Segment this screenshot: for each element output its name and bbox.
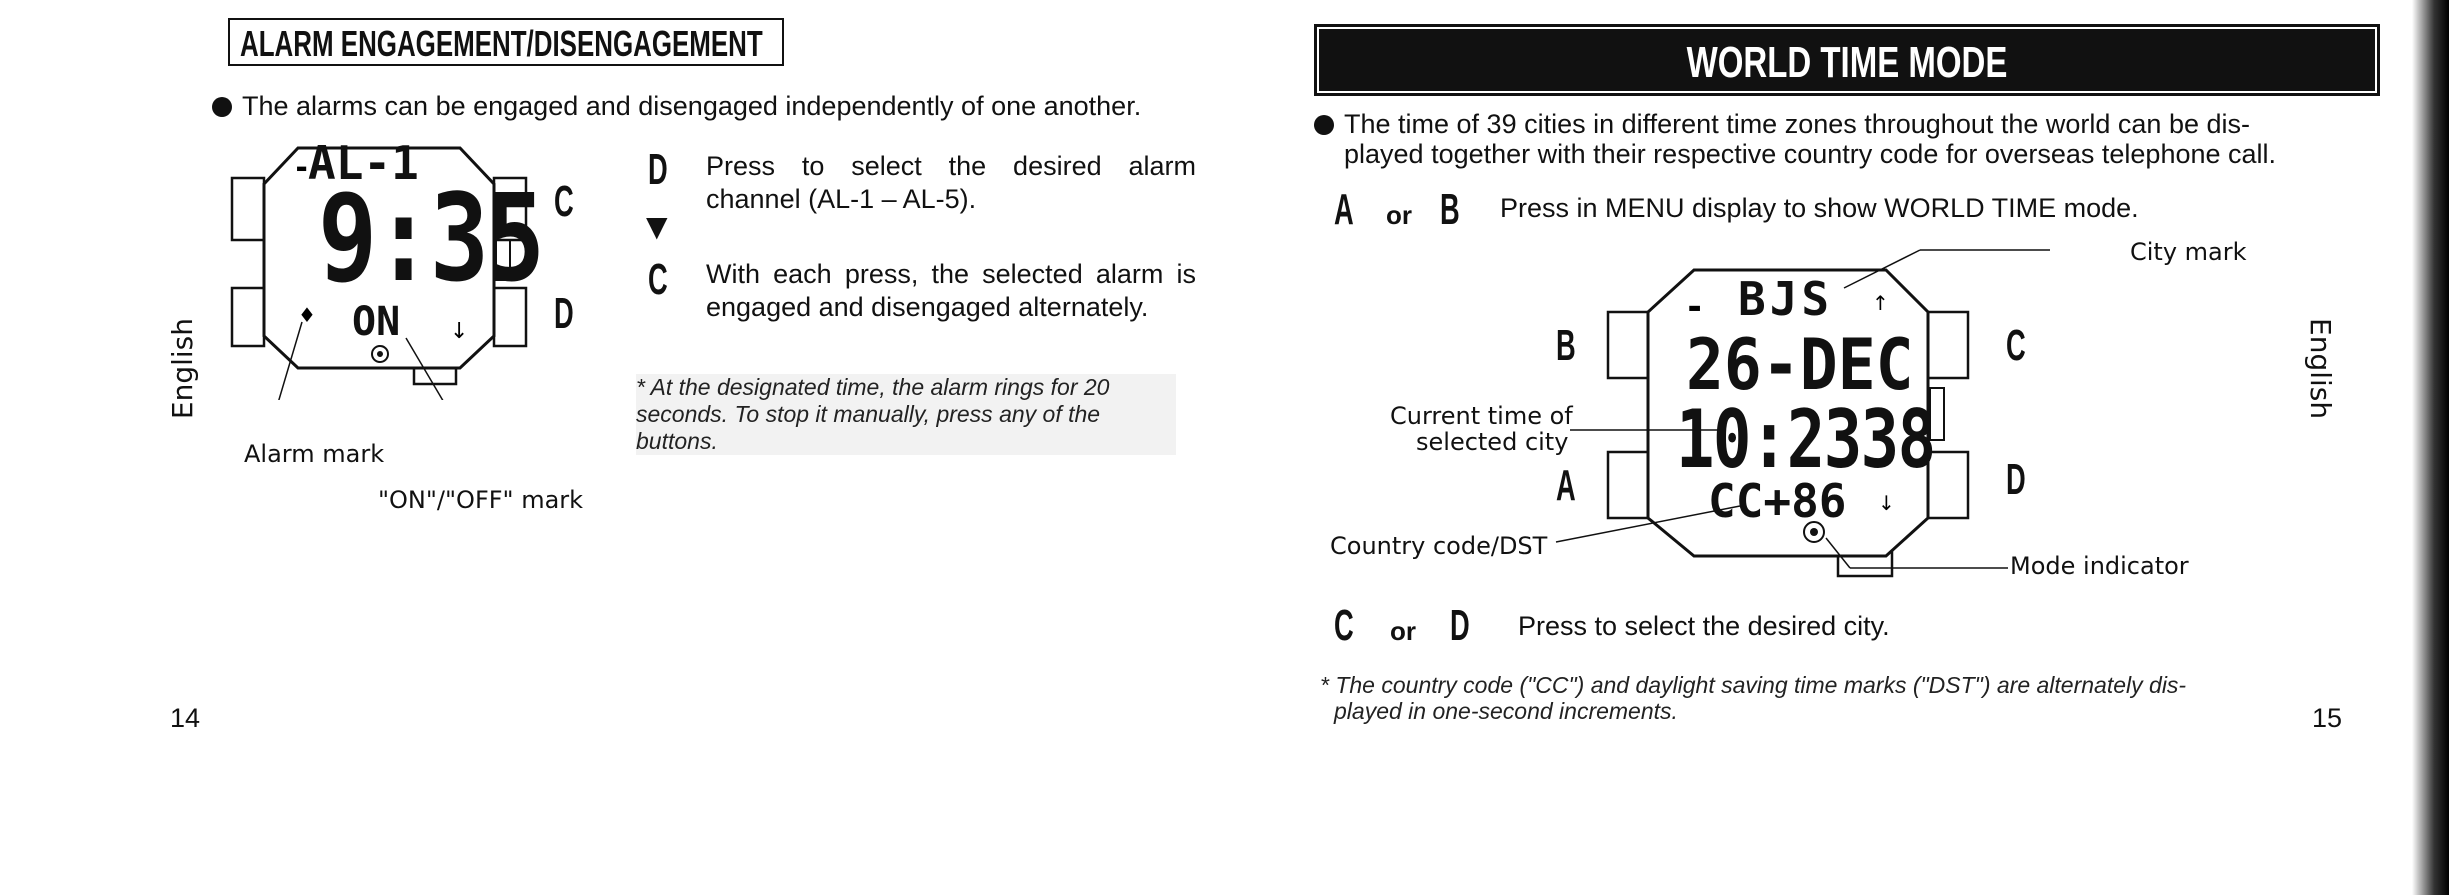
step-c-text: With each press, the selected alarm is e… xyxy=(706,259,1196,322)
step-cd-or: or xyxy=(1390,616,1416,646)
step-ab-text: Press in MENU display to show WORLD TIME… xyxy=(1500,193,2139,223)
world-watch-city-display: BJS xyxy=(1738,272,1834,326)
left-page-number: 14 xyxy=(170,703,201,733)
svg-text:▬: ▬ xyxy=(296,161,307,175)
current-time-callout-line-1: Current time of xyxy=(1390,402,1573,430)
mode-indicator-callout: Mode indicator xyxy=(2010,552,2189,580)
on-off-mark-callout: "ON"/"OFF" mark xyxy=(378,486,584,514)
world-watch-button-a: A xyxy=(1556,461,1576,510)
city-mark-callout: City mark xyxy=(2130,238,2247,266)
alarm-watch-time-display: 9:35 xyxy=(318,170,545,309)
down-arrow-icon: ▼ xyxy=(646,210,668,243)
step-c-key: C xyxy=(648,255,668,304)
left-heading-box: ALARM ENGAGEMENT/DISENGAGEMENT xyxy=(228,18,784,66)
book-binding-edge xyxy=(2412,0,2449,895)
bullet-icon xyxy=(212,97,232,117)
svg-text:↓: ↓ xyxy=(450,319,468,344)
alarm-watch-button-d: D xyxy=(554,289,574,338)
world-watch-country-code-display: CC+86 xyxy=(1708,474,1847,528)
left-bullet-text: The alarms can be engaged and disengaged… xyxy=(242,91,1142,121)
alarm-note: * At the designated time, the alarm ring… xyxy=(636,374,1176,455)
left-bullet-paragraph: The alarms can be engaged and disengaged… xyxy=(212,90,1141,123)
left-side-language-label: English xyxy=(166,318,199,420)
alarm-watch-channel-display: AL-1 xyxy=(308,136,419,190)
right-bullet-line-2: played together with their respective co… xyxy=(1344,139,2277,169)
step-a-key: A xyxy=(1334,185,1354,234)
right-page-number: 15 xyxy=(2312,703,2343,733)
step-ab-or: or xyxy=(1386,200,1412,230)
right-heading: WORLD TIME MODE xyxy=(1686,38,2008,87)
world-watch-date-display: 26-DEC xyxy=(1686,324,1914,406)
world-time-note-line-1: * The country code ("CC") and daylight s… xyxy=(1320,672,2187,698)
step-b-key: B xyxy=(1440,185,1460,234)
country-code-callout: Country code/DST xyxy=(1330,532,1548,560)
alarm-watch-illustration: ▬ ♦ ↓ xyxy=(230,146,528,400)
alarm-watch-on-status: ON xyxy=(352,299,401,345)
world-time-note-line-2: played in one-second increments. xyxy=(1334,698,1678,724)
right-bullet-text-1: The time of 39 cities in different time … xyxy=(1344,109,2250,139)
right-side-language-label: English xyxy=(2304,318,2337,420)
step-d-text: Press to select the desired alarm channe… xyxy=(706,151,1196,214)
right-bullet-line-1: The time of 39 cities in different time … xyxy=(1314,108,2250,141)
step-d-key-right: D xyxy=(1450,601,1470,650)
step-cd-text: Press to select the desired city. xyxy=(1518,611,1890,641)
alarm-watch-button-c: C xyxy=(554,177,574,226)
world-time-watch-illustration: ▬ ↑ ↓ xyxy=(1555,249,2050,578)
left-heading: ALARM ENGAGEMENT/DISENGAGEMENT xyxy=(240,23,763,64)
world-watch-button-d: D xyxy=(2006,455,2026,504)
step-c-key-right: C xyxy=(1334,601,1354,650)
bullet-icon xyxy=(1314,115,1334,135)
alarm-mark-callout: Alarm mark xyxy=(244,440,385,468)
world-watch-time-display: 10:2338 xyxy=(1676,393,1936,486)
svg-text:♦: ♦ xyxy=(298,303,316,327)
svg-text:↓: ↓ xyxy=(1878,491,1895,515)
svg-text:↑: ↑ xyxy=(1872,291,1889,315)
current-time-callout-line-2: selected city xyxy=(1416,428,1569,456)
world-watch-button-b: B xyxy=(1556,321,1576,370)
svg-text:▬: ▬ xyxy=(1688,300,1701,316)
world-watch-button-c: C xyxy=(2006,321,2026,370)
right-heading-bar: WORLD TIME MODE xyxy=(1314,24,2380,96)
step-d-key: D xyxy=(648,145,668,194)
